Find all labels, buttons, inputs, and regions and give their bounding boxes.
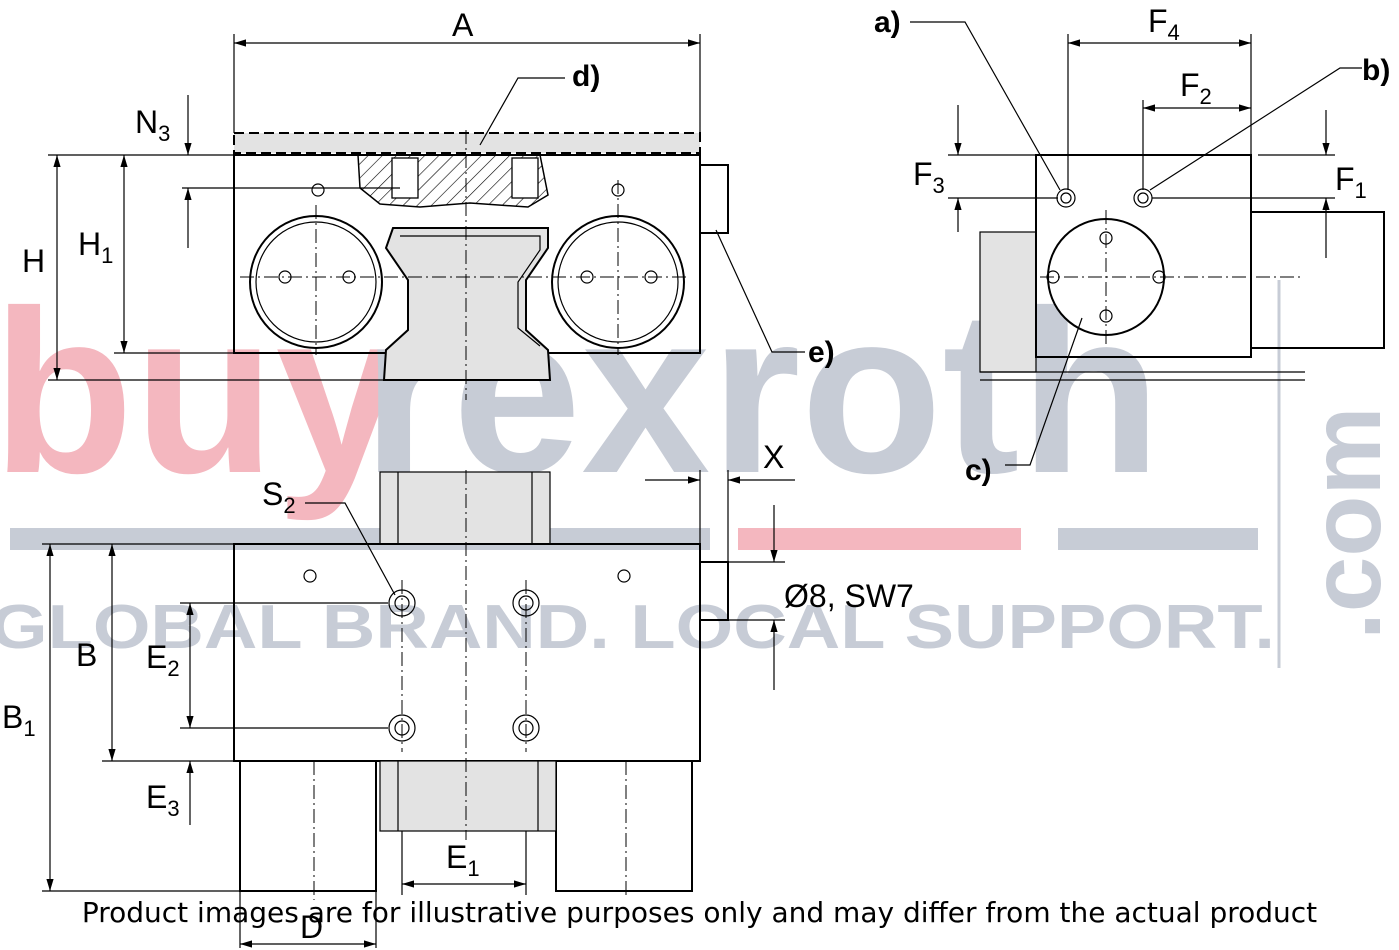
mount-hole-4 [512,714,540,742]
label-S2: S2 [262,476,296,518]
roller-housing [1250,211,1385,349]
port-a [1056,188,1076,208]
label-E1: E1 [446,839,480,881]
label-E2: E2 [146,639,180,681]
lube-nipple-top [699,561,729,621]
top-view: X Ø8, SW7 S2 B B1 E2 E3 E1 D [2,439,914,948]
mounting-plate-outline [233,132,701,154]
label-thread: Ø8, SW7 [784,578,914,614]
roller-block-right [555,760,693,892]
label-B1: B1 [2,699,36,741]
screw-bore-left [391,157,419,199]
label-F2: F2 [1180,67,1212,109]
label-a: a) [874,6,901,39]
label-H1: H1 [78,226,113,268]
front-view: A d) N3 H H1 e) [22,7,835,400]
label-c: c) [965,454,992,487]
label-H: H [22,243,45,279]
label-E3: E3 [146,779,180,821]
watermark-bar-grey-right [1058,528,1258,550]
label-B: B [76,637,97,673]
label-F3: F3 [913,156,945,198]
label-X: X [763,439,784,475]
label-b: b) [1362,54,1390,87]
watermark-domain-suffix: .com [1290,407,1399,640]
label-D: D [300,909,323,945]
screw-bore-right [511,157,539,199]
roller-block-left [239,760,377,892]
port-b [1133,188,1153,208]
rail-inner-line [400,235,541,347]
guide-rail-profile [382,227,552,381]
lube-port-left [311,183,325,197]
mount-hole-3 [388,714,416,742]
lube-nipple [699,164,729,234]
label-F1: F1 [1335,161,1367,203]
label-N3: N3 [135,104,170,146]
watermark-tagline: GLOBAL BRAND. LOCAL SUPPORT. [0,593,1275,662]
label-A: A [452,7,474,43]
label-d: d) [572,60,600,93]
watermark-bar-pink [738,528,1021,550]
rail-bottom-segment [379,760,557,832]
rail-stub-left [979,231,1037,373]
rail-top-segment [379,471,551,545]
side-view: a) b) c) F4 F2 F3 F1 [874,3,1390,487]
label-F4: F4 [1148,3,1180,45]
label-e: e) [808,336,835,369]
disclaimer-caption: Product images are for illustrative purp… [81,896,1318,929]
